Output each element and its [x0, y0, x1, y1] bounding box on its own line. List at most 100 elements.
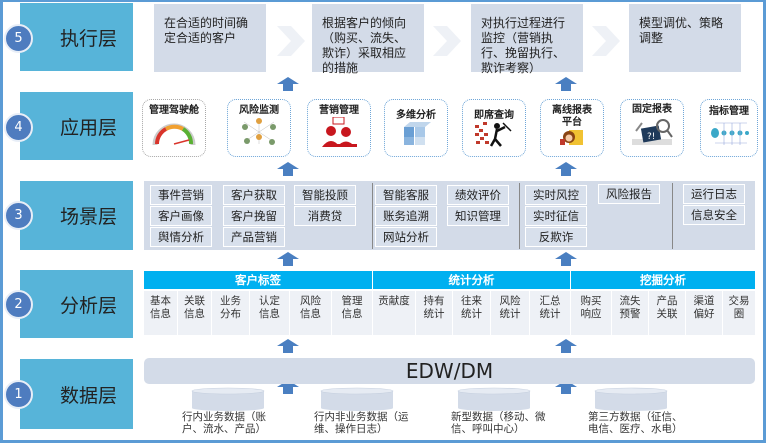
layer-label-data: 数据层 — [20, 359, 133, 429]
layer-title: 场景层 — [59, 206, 117, 228]
layer-title: 应用层 — [59, 116, 117, 139]
analysis-item: 关联信息 — [178, 291, 211, 335]
layer-title: 数据层 — [59, 384, 117, 407]
scenario-item: 绩效评价 — [447, 185, 509, 205]
app-title: 离线报表平台 — [552, 105, 592, 128]
execution-step: 根据客户的倾向（购买、流失、欺诈）采取相应的措施 — [312, 4, 424, 75]
scenario-item: 风险报告 — [598, 184, 660, 204]
app-title: 管理驾驶舱 — [149, 105, 199, 116]
layer-label-application: 应用层 — [20, 92, 133, 160]
analysis-item: 往来统计 — [453, 291, 490, 335]
tree-chart-icon — [709, 121, 749, 151]
arrow-up-icon — [555, 162, 577, 176]
analysis-item: 交易圈 — [723, 291, 755, 335]
arrow-up-icon — [277, 77, 299, 91]
analysis-item: 风险统计 — [491, 291, 529, 335]
layer-number-badge: 2 — [4, 290, 33, 319]
miner-icon — [473, 119, 515, 151]
arrow-up-icon — [277, 252, 299, 266]
arrow-up-icon — [555, 252, 577, 266]
scenario-item: 客户获取 — [223, 185, 285, 205]
network-icon — [239, 117, 279, 151]
app-card-multidim-analysis[interactable]: 多维分析 — [384, 99, 448, 157]
execution-step: 在合适的时间确定合适的客户 — [154, 4, 266, 72]
layer-label-scenario: 场景层 — [20, 181, 133, 250]
layer-number-badge: 1 — [4, 380, 33, 409]
analysis-item: 风险信息 — [290, 291, 331, 335]
layer-title: 执行层 — [59, 27, 117, 50]
app-card-risk-monitor[interactable]: 风险监测 — [227, 99, 291, 157]
scenario-item: 事件营销 — [150, 185, 212, 205]
data-source-label: 第三方数据（征信、电信、医疗、水电） — [588, 411, 683, 435]
database-icon — [191, 387, 265, 411]
app-card-adhoc-query[interactable]: 即席查询 — [462, 99, 526, 157]
scenario-item: 智能投顾 — [294, 185, 356, 205]
arrow-up-icon — [277, 162, 299, 176]
app-title: 指标管理 — [709, 106, 749, 117]
analysis-item: 购买响应 — [571, 291, 611, 335]
analysis-item: 认定信息 — [250, 291, 289, 335]
analysis-item: 贡献度 — [373, 291, 415, 335]
analysis-section-header: 统计分析 — [373, 271, 570, 289]
scenario-item: 消费贷 — [294, 206, 356, 226]
layer-number-badge: 4 — [4, 113, 33, 142]
scenario-item: 知识管理 — [447, 206, 509, 226]
arrow-up-icon — [555, 77, 577, 91]
database-icon — [320, 387, 394, 411]
data-warehouse-bar: EDW/DM — [144, 358, 755, 384]
scenario-item: 实时风控 — [525, 185, 587, 205]
layer-number-badge: 5 — [4, 24, 33, 53]
analysis-item: 管理信息 — [332, 291, 372, 335]
database-icon — [457, 387, 531, 411]
svg-text:?!: ?! — [647, 132, 655, 142]
data-source-label: 新型数据（移动、微信、呼叫中心） — [451, 411, 546, 435]
database-icon — [594, 387, 668, 411]
app-card-offline-report[interactable]: 离线报表平台 — [540, 99, 604, 157]
scenario-item: 账务追溯 — [375, 206, 437, 226]
layer-label-execution: 执行层 — [20, 3, 133, 71]
scenario-item: 运行日志 — [683, 184, 745, 204]
scenario-item: 实时征信 — [525, 206, 587, 226]
execution-step: 对执行过程进行监控（营销执行、挽留执行、欺诈考察） — [471, 4, 583, 75]
gauge-icon — [151, 117, 197, 151]
app-title: 营销管理 — [319, 105, 359, 116]
group-divider — [372, 183, 373, 249]
report-magnifier-icon: ?! — [630, 117, 674, 151]
analysis-section-header: 挖掘分析 — [571, 271, 755, 289]
scenario-item: 信息安全 — [683, 205, 745, 225]
analysis-item: 持有统计 — [416, 291, 452, 335]
analysis-section-header: 客户标签 — [144, 271, 372, 289]
layer-number-badge: 3 — [4, 201, 33, 230]
scenario-item: 产品营销 — [223, 227, 285, 247]
scenario-item: 客户挽留 — [223, 206, 285, 226]
analysis-item: 产品关联 — [649, 291, 685, 335]
app-title: 固定报表 — [632, 104, 672, 115]
data-source-label: 行内非业务数据（运维、操作日志） — [314, 411, 409, 435]
data-source-label: 行内业务数据（账户、流水、产品） — [182, 411, 266, 435]
app-title: 风险监测 — [239, 105, 279, 116]
scenario-item: 舆情分析 — [150, 227, 212, 247]
scenario-item: 反欺诈 — [525, 227, 587, 247]
app-card-fixed-report[interactable]: 固定报表 ?! — [620, 99, 684, 157]
analysis-item: 渠道偏好 — [686, 291, 722, 335]
scenario-item: 网站分析 — [375, 227, 437, 247]
execution-step: 模型调优、策略调整 — [629, 4, 741, 72]
app-card-marketing[interactable]: 营销管理 — [307, 99, 371, 157]
app-title: 多维分析 — [396, 110, 436, 121]
arrow-up-icon — [555, 339, 577, 353]
analysis-item: 基本信息 — [144, 291, 177, 335]
group-divider — [519, 183, 520, 249]
layer-label-analysis: 分析层 — [20, 270, 133, 338]
analysis-item: 业务分布 — [212, 291, 249, 335]
layer-title: 分析层 — [59, 294, 117, 317]
people-chat-icon — [319, 116, 359, 151]
analysis-item: 汇总统计 — [530, 291, 570, 335]
group-divider — [672, 183, 673, 249]
app-card-indicator-management[interactable]: 指标管理 — [700, 99, 758, 157]
app-title: 即席查询 — [474, 110, 514, 121]
scenario-item: 客户画像 — [150, 206, 212, 226]
folder-person-icon — [557, 127, 587, 151]
app-card-cockpit[interactable]: 管理驾驶舱 — [142, 99, 206, 157]
scenario-item: 智能客服 — [375, 185, 437, 205]
